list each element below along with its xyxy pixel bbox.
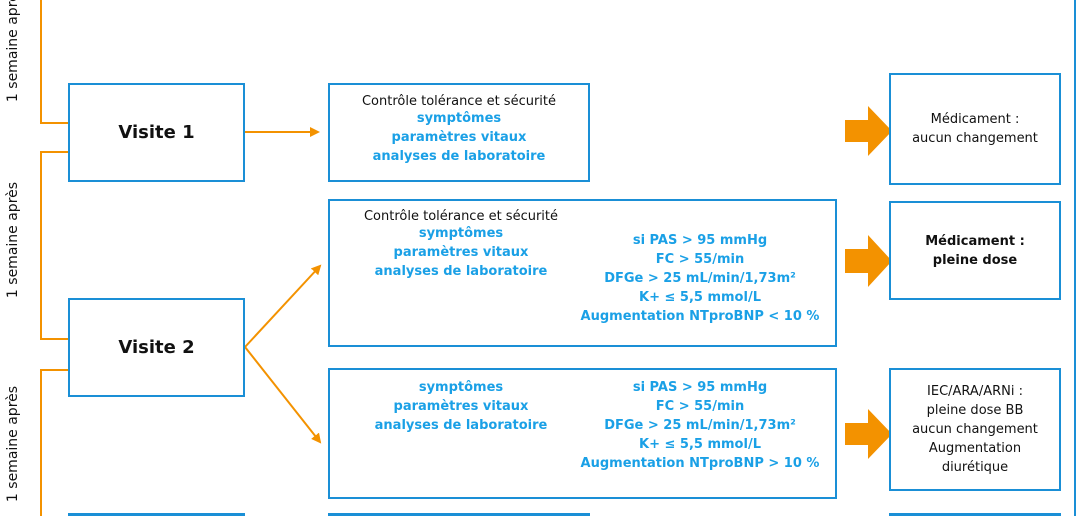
interval-label-3: 1 semaine après <box>5 385 21 503</box>
next-visit-box-edge <box>68 513 245 516</box>
next-result-box-edge <box>889 513 1061 516</box>
visit-1-label: Visite 1 <box>118 122 195 143</box>
result-3-line: diurétique <box>941 460 1009 475</box>
criteria-2-item: DFGe > 25 mL/min/1,73m² <box>604 271 796 286</box>
result-3-line: pleine dose BB <box>926 403 1024 418</box>
result-box-2: Médicament : pleine dose <box>889 201 1061 300</box>
result-3-line: IEC/ARA/ARNi : <box>927 384 1023 399</box>
arrow-visit2-check-up <box>244 264 322 348</box>
timeline-bracket-1 <box>40 0 68 124</box>
result-3-line: aucun changement <box>912 422 1038 437</box>
result-1-line: aucun changement <box>912 131 1038 146</box>
check-1-item: symptômes <box>416 111 502 126</box>
check-box-1: Contrôle tolérance et sécurité symptômes… <box>328 83 590 182</box>
next-check-box-edge <box>328 513 590 516</box>
criteria-3-item: si PAS > 95 mmHg <box>632 380 768 395</box>
check-box-2: Contrôle tolérance et sécurité symptômes… <box>328 199 837 347</box>
check-2-item: symptômes <box>418 226 504 241</box>
check-3-item: paramètres vitaux <box>393 399 529 414</box>
block-arrow-3 <box>845 409 892 459</box>
check-3-item: analyses de laboratoire <box>374 418 548 433</box>
check-1-heading: Contrôle tolérance et sécurité <box>361 94 557 109</box>
check-2-item: analyses de laboratoire <box>374 264 548 279</box>
visit-2-box: Visite 2 <box>68 298 245 397</box>
criteria-3-item: Augmentation NTproBNP > 10 % <box>580 456 820 471</box>
block-arrow-2 <box>845 235 892 287</box>
result-box-1: Médicament : aucun changement <box>889 73 1061 185</box>
check-1-item: paramètres vitaux <box>391 130 527 145</box>
result-2-line: Médicament : <box>925 233 1025 249</box>
block-arrow-1 <box>845 106 892 156</box>
interval-label-2: 1 semaine après <box>5 181 21 299</box>
criteria-2-item: Augmentation NTproBNP < 10 % <box>580 309 820 324</box>
check-2-heading: Contrôle tolérance et sécurité <box>363 209 559 224</box>
check-2-item: paramètres vitaux <box>393 245 529 260</box>
outer-frame-top <box>1074 0 1076 516</box>
criteria-3-item: DFGe > 25 mL/min/1,73m² <box>604 418 796 433</box>
criteria-2-item: K+ ≤ 5,5 mmol/L <box>639 290 761 305</box>
criteria-3-item: FC > 55/min <box>655 399 745 414</box>
result-2-line: pleine dose <box>932 252 1018 268</box>
criteria-3-item: K+ ≤ 5,5 mmol/L <box>639 437 761 452</box>
check-box-3: symptômes paramètres vitaux analyses de … <box>328 368 837 499</box>
check-1-item: analyses de laboratoire <box>372 149 546 164</box>
criteria-2-item: FC > 55/min <box>655 252 745 267</box>
result-3-line: Augmentation <box>928 441 1022 456</box>
timeline-bracket-2 <box>40 151 68 340</box>
visit-1-box: Visite 1 <box>68 83 245 182</box>
visit-2-label: Visite 2 <box>118 337 195 358</box>
interval-label-1: 1 semaine après <box>5 0 21 103</box>
timeline-bracket-3 <box>40 369 68 516</box>
criteria-2-item: si PAS > 95 mmHg <box>632 233 768 248</box>
result-1-line: Médicament : <box>930 112 1020 127</box>
check-3-item: symptômes <box>418 380 504 395</box>
arrow-visit2-check-down <box>244 346 322 444</box>
result-box-3: IEC/ARA/ARNi : pleine dose BB aucun chan… <box>889 368 1061 491</box>
